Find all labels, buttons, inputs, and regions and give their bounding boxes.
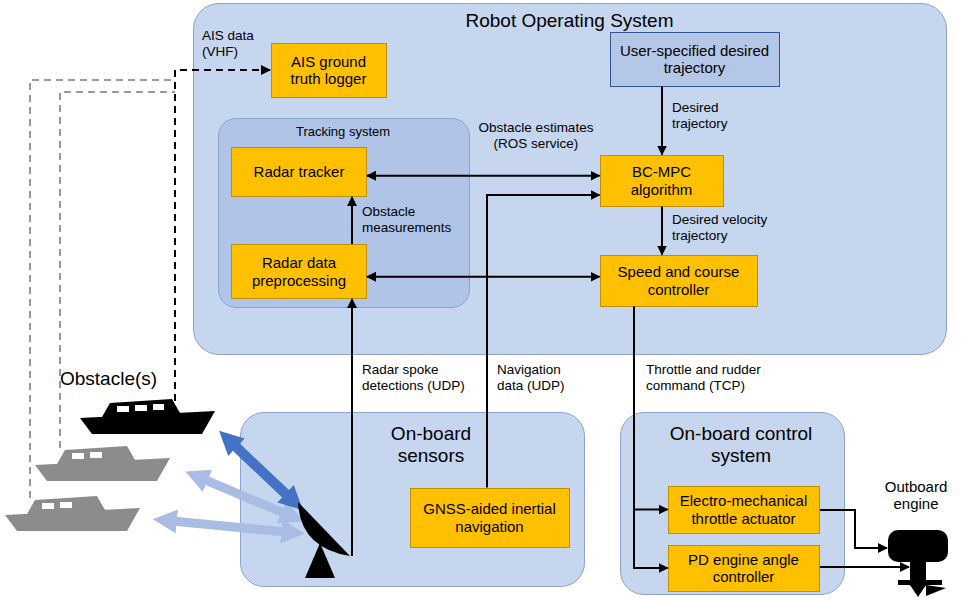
process-box: Speed and course controller: [600, 255, 758, 307]
text-holder: Electro-mechanical throttle actuator: [674, 492, 814, 527]
box-label: Radar tracker: [254, 163, 345, 180]
radar-beam: [203, 479, 286, 514]
edge-label-holder: Radar spoke detections (UDP): [360, 362, 480, 394]
box-label: GNSS-aided inertial navigation: [416, 500, 564, 535]
boat-window: [60, 502, 72, 508]
boat-window: [90, 452, 102, 458]
connector: [351, 197, 353, 244]
connector: [634, 307, 668, 510]
process-box: GNSS-aided inertial navigation: [410, 488, 570, 548]
edge-label-holder: Desired velocity trajectory: [670, 212, 790, 244]
text-holder: Tracking system: [219, 125, 468, 140]
edge-label-holder: Obstacle estimates (ROS service): [475, 120, 597, 152]
connector: [367, 175, 600, 177]
panel-title: On-board sensors: [381, 423, 481, 467]
ais-link: [175, 70, 270, 401]
text-holder: Speed and course controller: [606, 263, 752, 298]
boat-icon: [35, 446, 170, 481]
edge-label: Desired trajectory: [670, 100, 770, 131]
group-panel: Robot Operating SystemAIS ground truth l…: [193, 3, 947, 355]
edge-label-holder: Throttle and rudder command (TCP): [644, 362, 794, 394]
box-label: PD engine angle controller: [674, 551, 814, 586]
text-holder: GNSS-aided inertial navigation: [416, 500, 564, 535]
group-panel: On-board control systemElectro-mechanica…: [620, 412, 845, 595]
text-holder: Radar tracker: [254, 163, 345, 180]
connector: [351, 299, 353, 412]
radar-dish: [298, 502, 350, 556]
process-box: User-specified desired trajectory: [610, 32, 780, 87]
radar-beam: [233, 444, 289, 497]
panel-title: On-board control system: [651, 423, 831, 467]
signal-label: AIS data (VHF): [200, 28, 268, 59]
label-holder: AIS data (VHF): [200, 28, 268, 60]
boat-icon: [5, 496, 140, 531]
edge-label: Obstacle estimates (ROS service): [475, 120, 597, 151]
ais-link: [60, 92, 175, 448]
radar-beam: [172, 521, 286, 532]
boat-windows: [42, 404, 164, 509]
process-box: BC-MPC algorithm: [600, 155, 724, 207]
connector: [367, 276, 600, 278]
panel-title: Tracking system: [219, 125, 468, 140]
text-holder: On-board control system: [651, 423, 831, 467]
box-label: AIS ground truth logger: [277, 53, 381, 88]
boat-window: [42, 503, 54, 509]
edge-label: Throttle and rudder command (TCP): [644, 362, 794, 393]
process-box: Electro-mechanical throttle actuator: [668, 486, 820, 534]
text-holder: Robot Operating System: [194, 10, 945, 32]
boat-window: [135, 405, 147, 411]
engine-plate: [898, 580, 942, 585]
text-holder: PD engine angle controller: [674, 551, 814, 586]
edge-label: Radar spoke detections (UDP): [360, 362, 480, 393]
text-holder: AIS ground truth logger: [277, 53, 381, 88]
edge-label: Obstacle measurements: [360, 204, 466, 235]
actuator-link: [820, 566, 909, 568]
label-holder: Outboard engine: [866, 478, 966, 513]
connector: [661, 87, 663, 155]
box-label: BC-MPC algorithm: [606, 163, 718, 198]
panel-title: Robot Operating System: [194, 10, 945, 32]
boat-window: [117, 406, 129, 412]
ais-link: [30, 80, 175, 498]
edge-label: Desired velocity trajectory: [670, 212, 790, 243]
box-label: Radar data preprocessing: [237, 254, 361, 289]
connector: [487, 195, 600, 488]
text-holder: Radar data preprocessing: [237, 254, 361, 289]
text-holder: User-specified desired trajectory: [616, 42, 774, 77]
boat-window: [72, 453, 84, 459]
engine-shaft: [910, 560, 926, 586]
text-holder: BC-MPC algorithm: [606, 163, 718, 198]
engine-label: Outboard engine: [866, 478, 966, 513]
radar-stand: [305, 543, 335, 578]
process-box: PD engine angle controller: [668, 545, 820, 592]
edge-label: Navigation data (UDP): [495, 362, 590, 393]
process-box: Radar tracker: [231, 147, 367, 197]
process-box: Radar data preprocessing: [231, 244, 367, 299]
boat-window: [153, 404, 164, 410]
box-label: Speed and course controller: [606, 263, 752, 298]
connector: [661, 207, 663, 255]
text-holder: On-board sensors: [381, 423, 481, 467]
actuator-link: [820, 510, 887, 548]
box-label: Electro-mechanical throttle actuator: [674, 492, 814, 527]
process-box: AIS ground truth logger: [271, 43, 387, 98]
engine-cowling: [888, 530, 948, 562]
group-panel: On-board sensorsGNSS-aided inertial navi…: [240, 412, 585, 587]
edge-label-holder: Navigation data (UDP): [495, 362, 590, 394]
radar-feed-line: [351, 412, 353, 556]
box-label: User-specified desired trajectory: [616, 42, 774, 77]
obstacle-label: Obstacle(s): [58, 368, 159, 390]
boat-icon: [80, 399, 215, 434]
label-holder: Obstacle(s): [58, 368, 173, 390]
engine-propeller: [926, 585, 946, 596]
connector-group: [352, 87, 668, 569]
edge-label-holder: Obstacle measurements: [360, 204, 466, 236]
connector: [634, 307, 668, 569]
engine-skeg: [910, 585, 926, 597]
edge-label-holder: Desired trajectory: [670, 100, 770, 132]
